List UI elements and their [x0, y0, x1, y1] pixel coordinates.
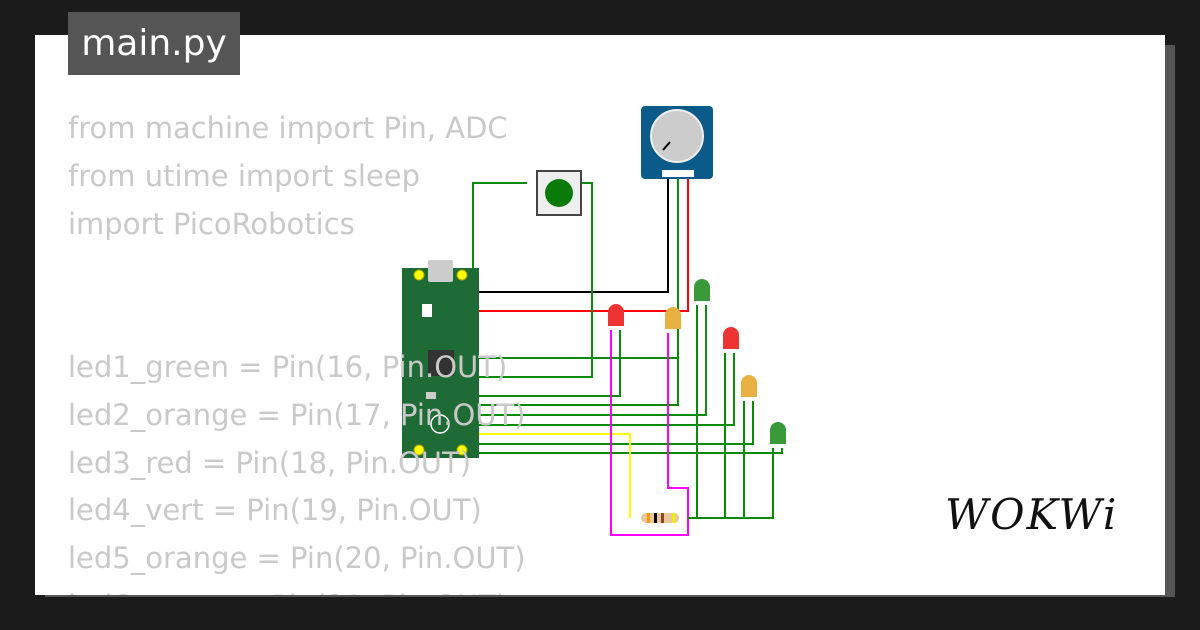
file-tab[interactable]: main.py	[68, 12, 240, 75]
wire-ground	[688, 448, 774, 519]
wire-led-green2	[479, 448, 783, 454]
push-button[interactable]	[536, 170, 582, 216]
wire-magenta	[610, 330, 689, 536]
wokwi-logo: WOKWi	[945, 490, 1119, 539]
potentiometer[interactable]	[641, 106, 713, 179]
preview-card	[35, 35, 1165, 595]
wire-button-right	[479, 182, 593, 378]
led-5[interactable]	[741, 375, 757, 397]
led-6[interactable]	[770, 422, 786, 444]
wire-yellow	[479, 433, 631, 518]
wire-led-red1	[479, 330, 621, 397]
led-3[interactable]	[694, 279, 710, 301]
wire-black	[479, 172, 669, 293]
wire-led-orange2	[479, 401, 754, 445]
wire-red	[479, 172, 689, 312]
led-4[interactable]	[723, 327, 739, 349]
led-2[interactable]	[665, 307, 681, 329]
raspberry-pi-pico[interactable]	[402, 260, 479, 458]
led-1[interactable]	[608, 304, 624, 326]
resistor	[641, 513, 679, 523]
wire-led-green1	[479, 305, 707, 416]
wire-led-orange1	[479, 333, 679, 406]
wire-led-red2	[479, 353, 735, 426]
